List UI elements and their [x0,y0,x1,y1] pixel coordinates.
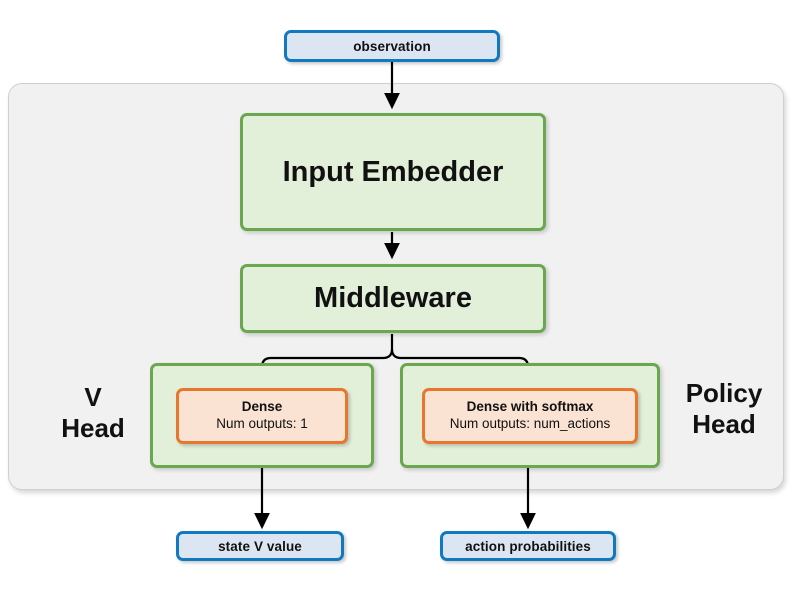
input-embedder-box[interactable]: Input Embedder [240,113,546,231]
v-head-label-line1: V [84,382,102,412]
policy-head-dense-subtitle: Num outputs: num_actions [449,416,611,431]
v-head-dense-title: Dense [241,399,283,415]
policy-head-dense-box[interactable]: Dense with softmax Num outputs: num_acti… [422,388,638,444]
v-head-dense-subtitle: Num outputs: 1 [216,416,308,431]
policy-head-label: Policy Head [664,378,784,440]
v-head-label: V Head [38,382,148,444]
action-probabilities-box[interactable]: action probabilities [440,531,616,561]
state-v-value-box[interactable]: state V value [176,531,344,561]
observation-label: observation [353,38,431,54]
state-v-value-label: state V value [218,538,302,554]
policy-head-label-line1: Policy [685,378,763,408]
action-probabilities-label: action probabilities [465,538,591,554]
v-head-label-line2: Head [61,413,125,444]
v-head-dense-box[interactable]: Dense Num outputs: 1 [176,388,348,444]
policy-head-label-line2: Head [692,409,756,440]
policy-head-dense-title: Dense with softmax [466,399,594,415]
middleware-label: Middleware [314,282,472,314]
input-embedder-label: Input Embedder [282,155,504,188]
observation-box[interactable]: observation [284,30,500,62]
middleware-box[interactable]: Middleware [240,264,546,333]
